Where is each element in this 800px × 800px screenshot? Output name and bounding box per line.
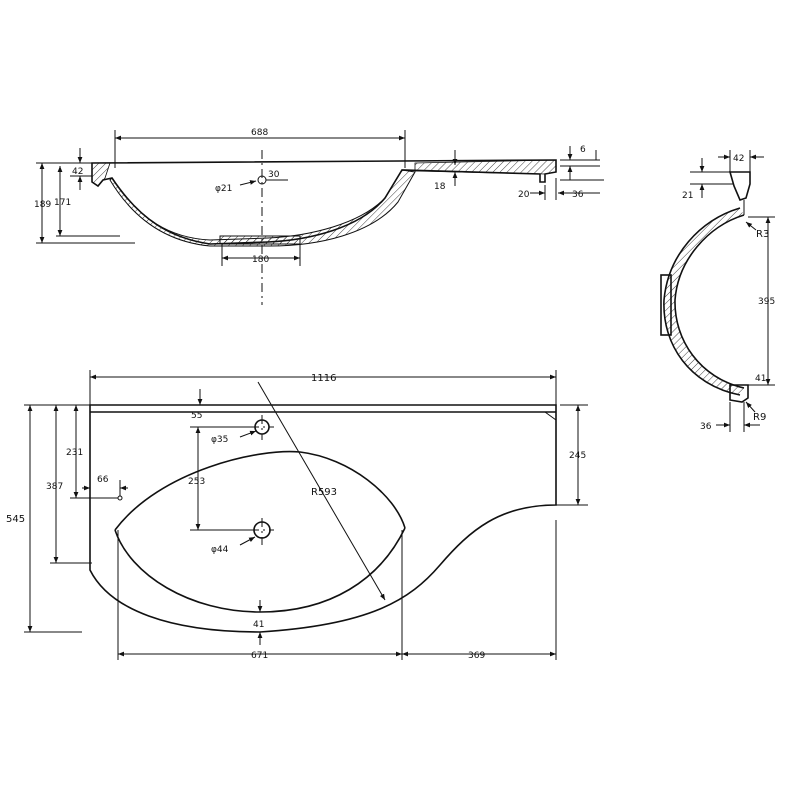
slab-hatch: [414, 159, 557, 175]
dim-369: 369: [468, 651, 485, 661]
dim-55: 55: [191, 411, 202, 421]
bowl-bottom-edge: [114, 527, 406, 613]
bowl-bottom-hatch: [219, 235, 301, 245]
dim-387: 387: [46, 482, 63, 492]
dim-42-left: 42: [72, 167, 83, 177]
dim-189: 189: [34, 200, 51, 210]
dim-phi44: φ44: [211, 545, 229, 555]
dim-671: 671: [251, 651, 268, 661]
dim-phi35: φ35: [211, 435, 228, 445]
dim-side-r9: R9: [753, 412, 766, 423]
dim-side-36: 36: [700, 422, 712, 432]
section-view: 688 42 171 189 φ21 30 180 18 6: [34, 128, 604, 305]
dim-1116: 1116: [311, 373, 336, 384]
dim-20: 20: [518, 190, 530, 200]
side-lower-lip: [729, 384, 749, 403]
dim-180: 180: [252, 255, 269, 265]
dim-r593: R593: [311, 487, 337, 498]
dim-688: 688: [251, 128, 268, 138]
plan-view: 1116 R593 55 φ35 253 φ44 231 66 387: [6, 370, 588, 661]
dim-231: 231: [66, 448, 83, 458]
left-lip-hatch: [91, 162, 111, 187]
plan-corner: [544, 411, 557, 421]
dim-side-r3: R3: [756, 229, 769, 240]
dim-6: 6: [580, 145, 586, 155]
dim-phi21: φ21: [215, 184, 232, 194]
dim-18: 18: [434, 182, 446, 192]
plan-outline: [89, 404, 557, 633]
dim-41: 41: [253, 620, 264, 630]
bowl-top-edge: [114, 450, 406, 531]
dim-30: 30: [268, 170, 280, 180]
r3-leader: [745, 221, 757, 231]
side-view: 42 21 R3 395 41 R9 36: [660, 150, 775, 432]
dim-side-42: 42: [733, 154, 744, 164]
overflow-hole: [117, 495, 123, 501]
dim-66: 66: [97, 475, 109, 485]
side-top-lip: [728, 171, 751, 201]
dim-36: 36: [572, 190, 584, 200]
dim-side-21: 21: [682, 191, 693, 201]
r593-leader: [257, 381, 386, 601]
dim-side-395: 395: [758, 297, 775, 307]
r9-leader: [745, 401, 756, 413]
side-bowl-hatch: [663, 208, 744, 395]
dim-245: 245: [569, 451, 586, 461]
dim-side-41: 41: [755, 374, 766, 384]
side-bottom: [660, 274, 672, 336]
drain-leader-plan: [239, 536, 256, 546]
section-wall-hatch: [109, 169, 416, 247]
dim-253: 253: [188, 477, 205, 487]
drain-leader: [239, 180, 257, 186]
dim-171: 171: [54, 198, 71, 208]
dim-545: 545: [6, 514, 25, 525]
tap-leader: [239, 430, 257, 438]
